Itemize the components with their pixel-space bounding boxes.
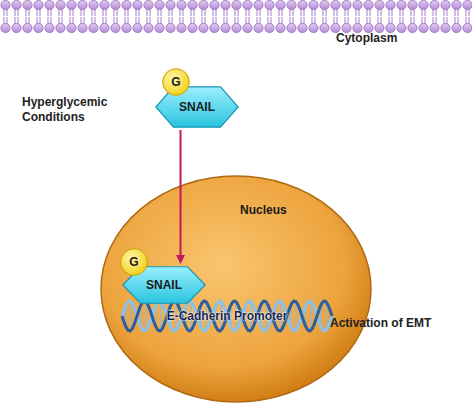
glucose-node: G (120, 248, 148, 276)
node-text: SNAIL (146, 278, 182, 292)
cell-membrane (0, 0, 472, 34)
text-label: Activation of EMT (330, 316, 431, 331)
text-label: Cytoplasm (336, 31, 397, 46)
nucleus-node: NucleusG SNAIL E-Cadherin Promoter (100, 175, 372, 403)
node-text: G (129, 255, 138, 269)
node-text: E-Cadherin Promoter (167, 309, 288, 323)
node-text: G (171, 75, 180, 89)
text-label: Hyperglycemic Conditions (22, 95, 130, 125)
node-text: Nucleus (240, 203, 287, 217)
glucose-node: G (162, 68, 190, 96)
node-text: SNAIL (179, 100, 215, 114)
